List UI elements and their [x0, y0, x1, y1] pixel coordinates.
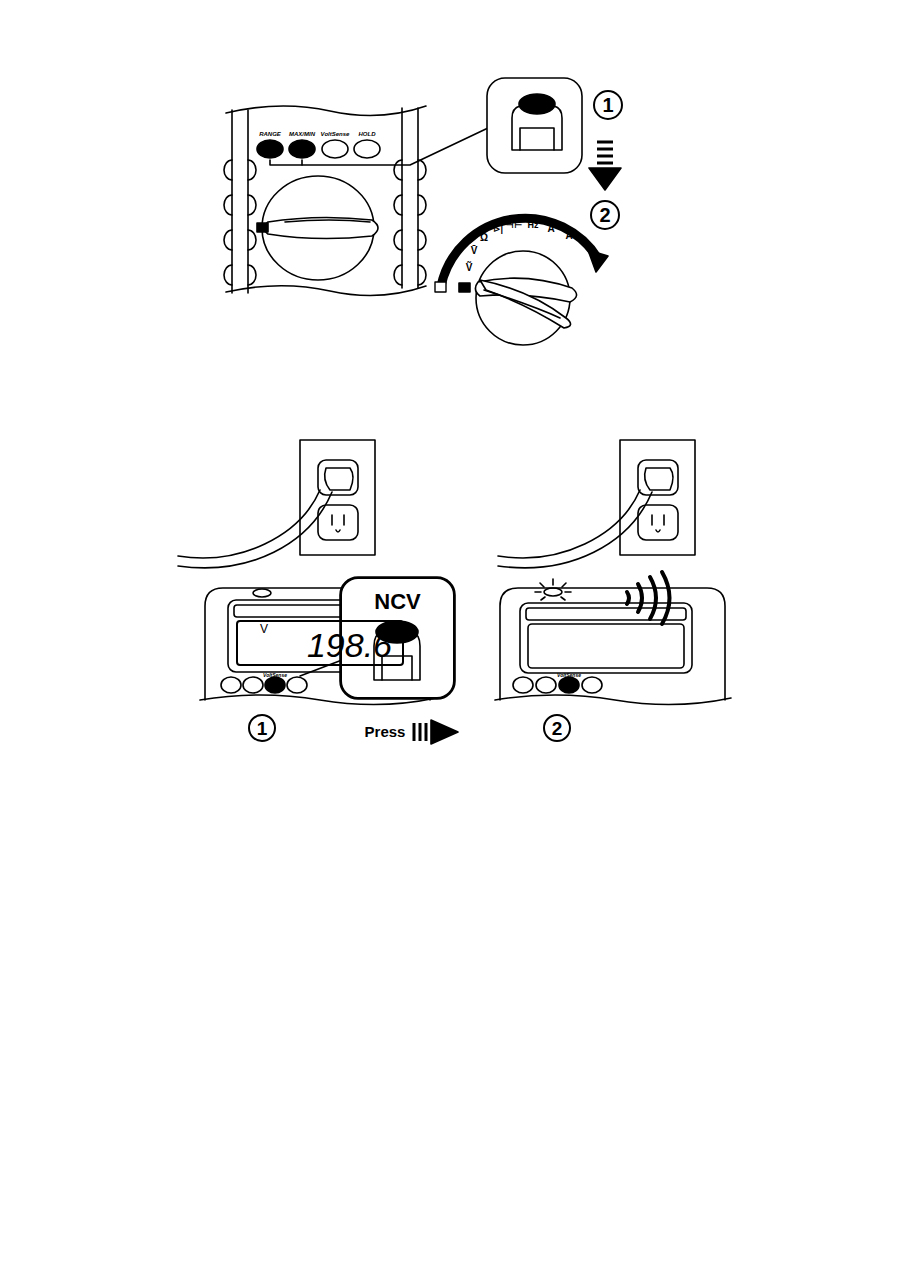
socket: [318, 505, 358, 540]
ncv-led: [253, 589, 271, 597]
dial-symbol: V̄: [471, 246, 478, 256]
dial-knob: [264, 217, 378, 238]
meter-button: [221, 677, 241, 693]
socket-slot: [332, 515, 344, 532]
maxmin-button: [289, 140, 315, 158]
voltsense-button: [322, 140, 348, 158]
dial-knob: [480, 280, 571, 328]
meter-body: [500, 588, 725, 700]
socket: [638, 460, 678, 495]
plug: [645, 468, 673, 490]
button-label: HOLD: [359, 131, 376, 137]
callout-number: 1: [257, 719, 268, 738]
beep-waves: [627, 572, 670, 624]
callout-number: 1: [248, 714, 276, 742]
lcd-screen: V 198.6: [236, 620, 404, 666]
button-top: [519, 94, 555, 114]
dial-symbol: ⊳|: [493, 225, 503, 234]
turn-arrowhead: [588, 250, 608, 272]
outlet-plate: [300, 440, 375, 555]
display-bar: [526, 608, 686, 620]
socket: [318, 460, 358, 495]
press-arrow: [589, 168, 621, 190]
callout-number: 2: [552, 719, 563, 738]
lcd-reading: 198.6: [307, 628, 392, 662]
unit-symbol: V: [260, 623, 268, 635]
lcd: [528, 624, 684, 668]
leader-line: [301, 160, 303, 165]
outlet-plate: [620, 440, 695, 555]
arc-end: [435, 282, 446, 292]
range-button: [257, 140, 283, 158]
meter-button: [536, 677, 556, 693]
dial-knob: [285, 220, 370, 222]
dial-symbol: ⊣⊢: [506, 221, 522, 230]
pointer-mark: [257, 223, 268, 232]
dial-symbol: Ã: [547, 224, 554, 234]
callout-number: 1: [593, 90, 623, 120]
dial-symbol: Ω: [480, 233, 488, 243]
zoom-box: [487, 78, 582, 173]
callout-number: 1: [602, 95, 613, 115]
callout-number: 2: [599, 205, 610, 225]
led-glow: [535, 579, 571, 600]
hold-button: [354, 140, 380, 158]
socket: [638, 505, 678, 540]
grip-line: [232, 108, 418, 293]
ncv-led: [544, 588, 562, 596]
meter-button: [513, 677, 533, 693]
pointer-mark: [459, 283, 470, 292]
button-name: NCV: [374, 591, 420, 613]
button-label: VoltSense: [557, 673, 581, 678]
button-body: [520, 128, 554, 150]
button-label: VoltSense: [321, 131, 350, 137]
voltsense-button: [265, 677, 285, 693]
socket-slot: [652, 515, 664, 532]
body-edge: [226, 286, 426, 296]
button-label: RANGE: [259, 131, 281, 137]
cord: [498, 490, 652, 568]
voltsense-button: [559, 677, 579, 693]
body-edge: [226, 106, 426, 116]
meter-button: [582, 677, 602, 693]
meter-button: [243, 677, 263, 693]
dial-knob: [484, 290, 560, 318]
plug: [325, 468, 353, 490]
leader-line: [300, 660, 342, 676]
meter-button: [287, 677, 307, 693]
dial-symbol: Hz: [528, 221, 539, 230]
callout-number: 2: [543, 714, 571, 742]
body-edge: [495, 695, 731, 705]
press-arrow: [431, 720, 458, 744]
dial-symbol: Ṽ: [466, 263, 473, 273]
press-arrow: [414, 723, 426, 741]
press-arrow: [597, 142, 613, 163]
step-text: Press: [365, 724, 406, 739]
button-label: MAX/MIN: [289, 131, 315, 137]
cord: [178, 490, 332, 568]
grip-bump: [224, 160, 426, 285]
ncv-zoom: NCV: [340, 577, 455, 699]
leader-line: [270, 128, 488, 165]
callout-number: 2: [590, 200, 620, 230]
button-label: VoltSense: [263, 673, 287, 678]
dial-symbol: Ā: [565, 231, 572, 241]
